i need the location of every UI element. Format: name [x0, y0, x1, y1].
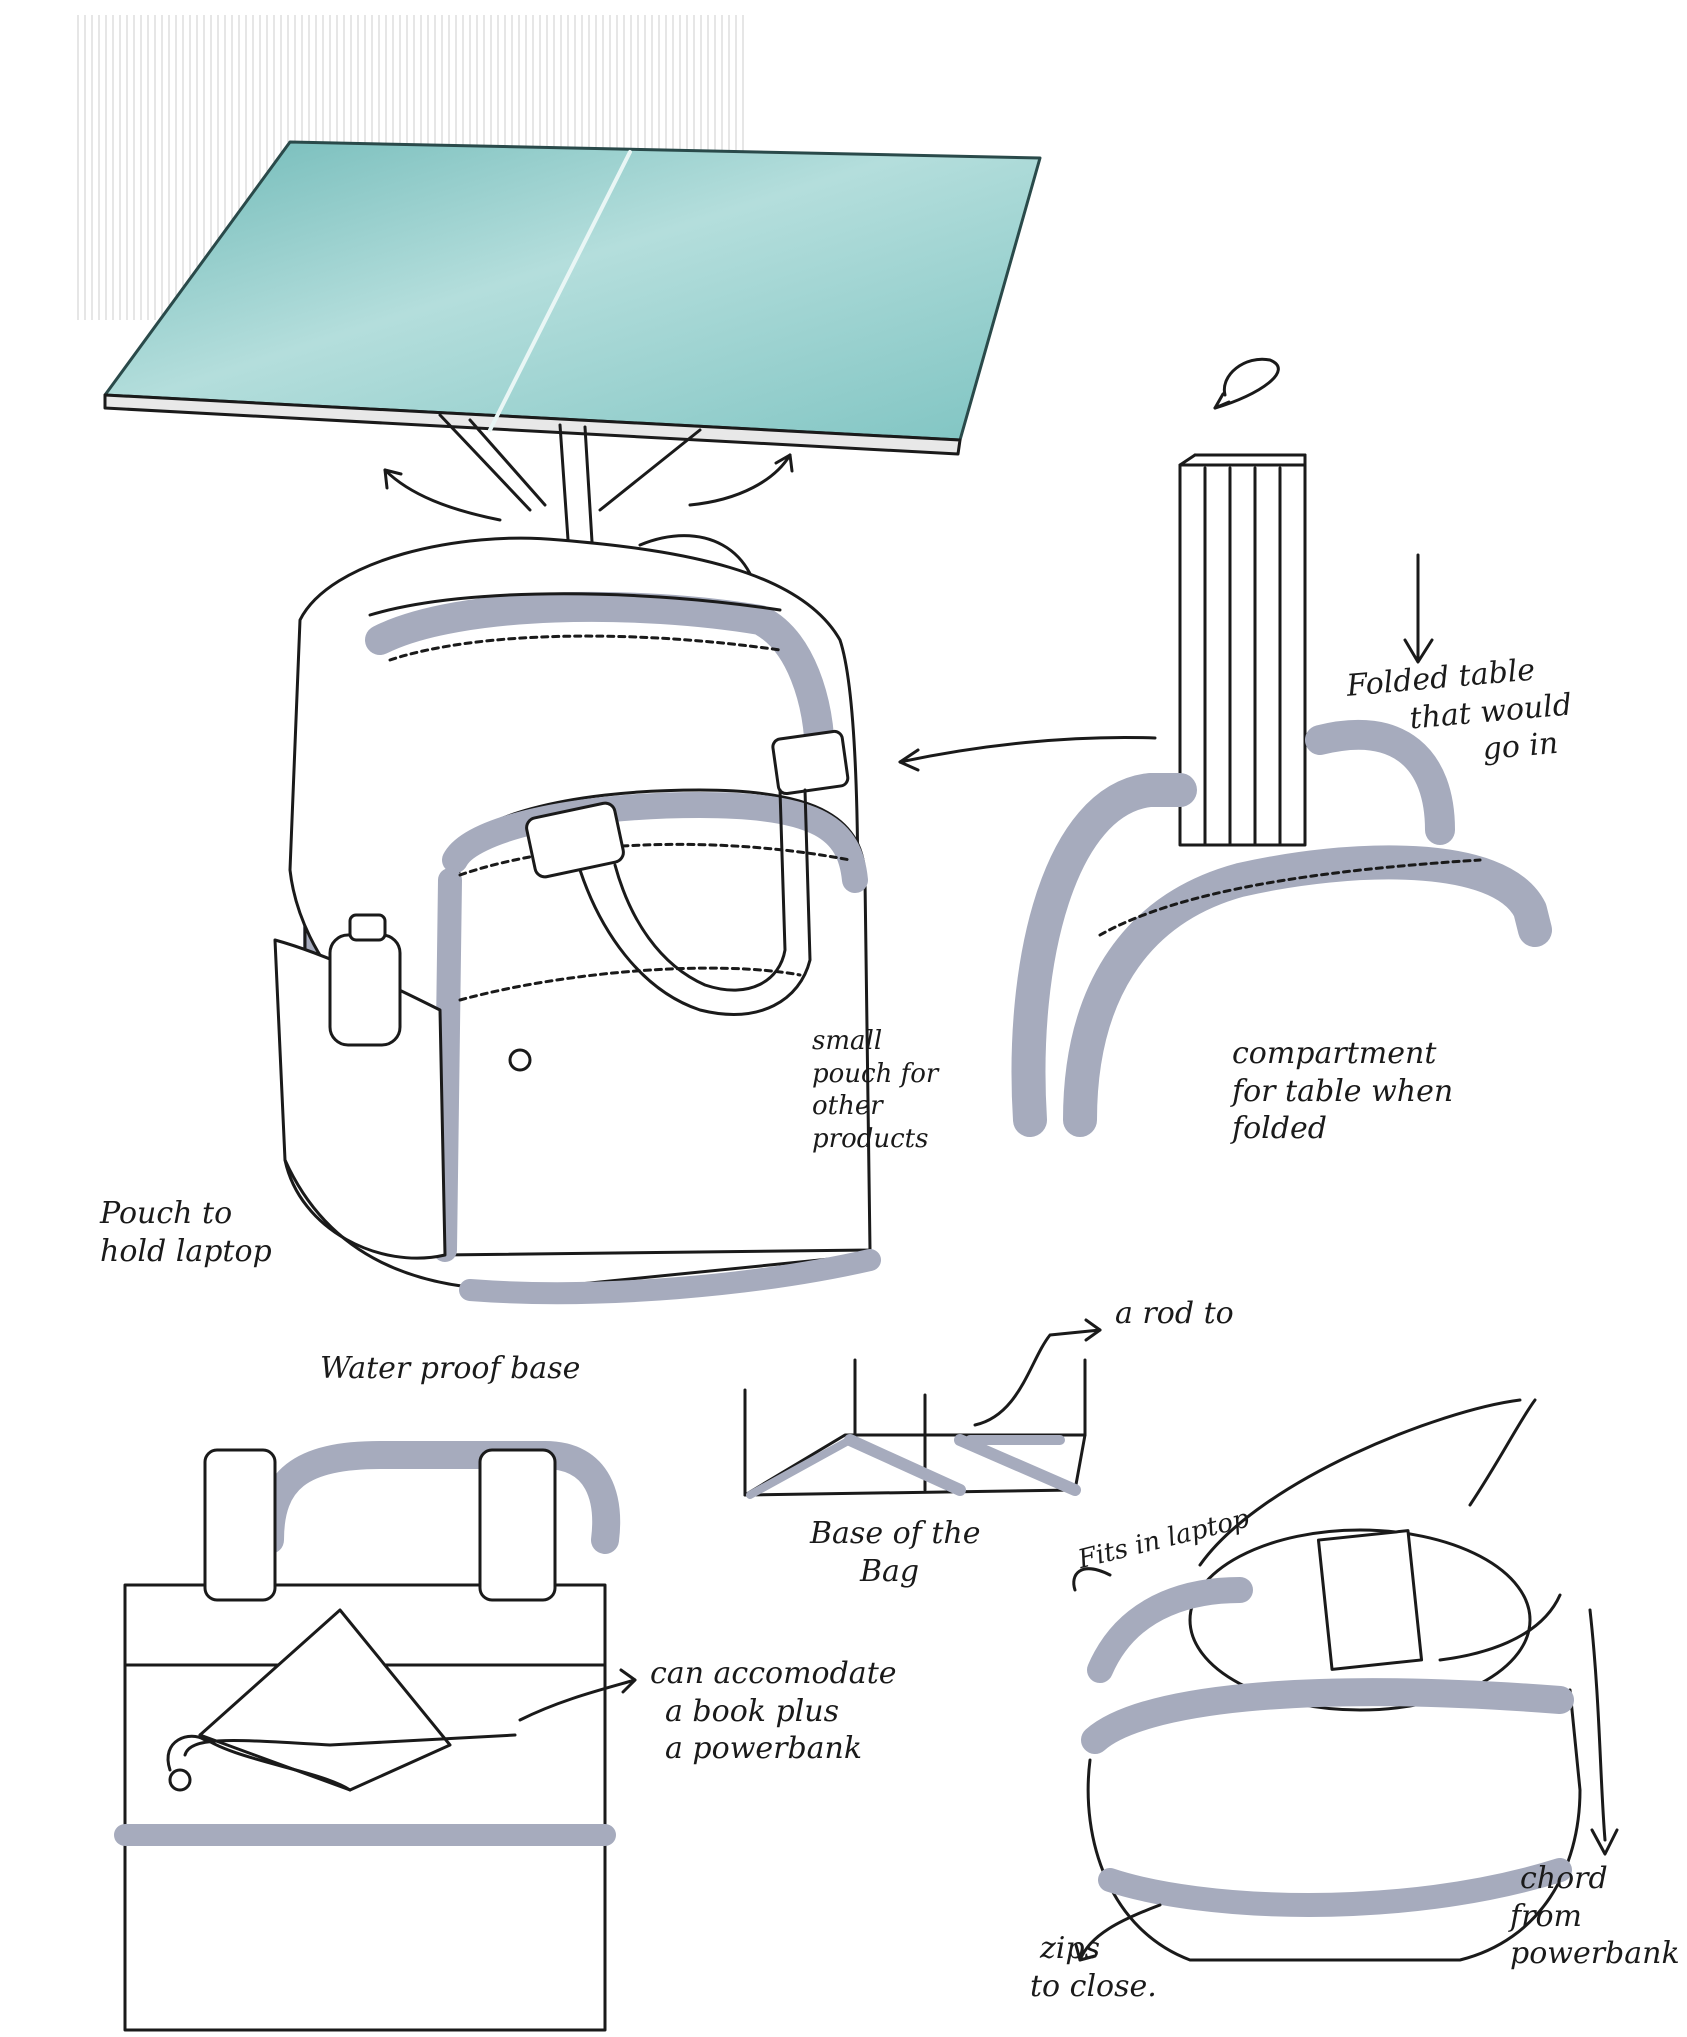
rotate-arrow [1213, 357, 1280, 410]
laptop-bag-detail [1072, 1398, 1619, 1962]
label-line: a book plus [665, 1693, 839, 1729]
label-line: zips [1040, 1931, 1100, 1966]
label-line: Pouch to [100, 1196, 233, 1231]
strap-left [203, 1448, 277, 1602]
label-line: hold laptop [100, 1233, 272, 1269]
powerbank [1316, 1529, 1424, 1671]
label-line: pouch for [812, 1058, 939, 1089]
bottle [328, 933, 402, 1047]
label-line: a powerbank [665, 1731, 863, 1766]
handle-right [771, 729, 850, 796]
label-line: for table when [1232, 1073, 1454, 1109]
label-line: compartment [1232, 1036, 1437, 1071]
label-line: Base of the [810, 1516, 981, 1551]
folded-table-detail [898, 357, 1552, 1137]
label-small-pouch: small pouch for other products [812, 1025, 938, 1155]
bag-front-detail [114, 1441, 637, 2032]
front-pocket [438, 788, 872, 1257]
label-line: chord [1520, 1861, 1608, 1896]
label-waterproof: Water proof base [320, 1350, 580, 1388]
label-line: Water proof base [320, 1351, 581, 1386]
bag-base-detail [743, 1318, 1102, 1499]
label-line: Bag [860, 1553, 920, 1589]
label-line: a rod to [1115, 1296, 1234, 1331]
label-line: folded [1232, 1111, 1327, 1146]
backpack-with-table [103, 140, 1042, 1305]
label-zips: zips to close. [1030, 1930, 1157, 2005]
label-chord: chord from powerbank [1510, 1860, 1680, 1973]
arrow-rotate-right [688, 453, 792, 507]
label-folded-table: Folded table that would go in [1345, 649, 1577, 780]
label-line: products [812, 1123, 929, 1154]
folded-table-panels [1178, 463, 1307, 847]
label-line: other [812, 1091, 883, 1121]
strap-right [478, 1448, 557, 1602]
label-base-of-bag: Base of the Bag [810, 1515, 980, 1590]
label-rod: a rod to [1115, 1295, 1234, 1333]
label-line: from [1510, 1898, 1582, 1934]
label-line: small [812, 1026, 883, 1056]
table-edge [103, 393, 962, 456]
label-line: powerbank [1510, 1936, 1680, 1971]
label-pouch-laptop: Pouch to hold laptop [100, 1195, 272, 1270]
arrow-rotate-left [383, 468, 502, 522]
label-line: to close. [1030, 1968, 1157, 2004]
label-accommodate: can accomodate a book plus a powerbank [650, 1655, 897, 1768]
label-line: can accomodate [650, 1656, 897, 1691]
powerbank-chord [1438, 1593, 1562, 1662]
label-compartment: compartment for table when folded [1232, 1035, 1453, 1148]
